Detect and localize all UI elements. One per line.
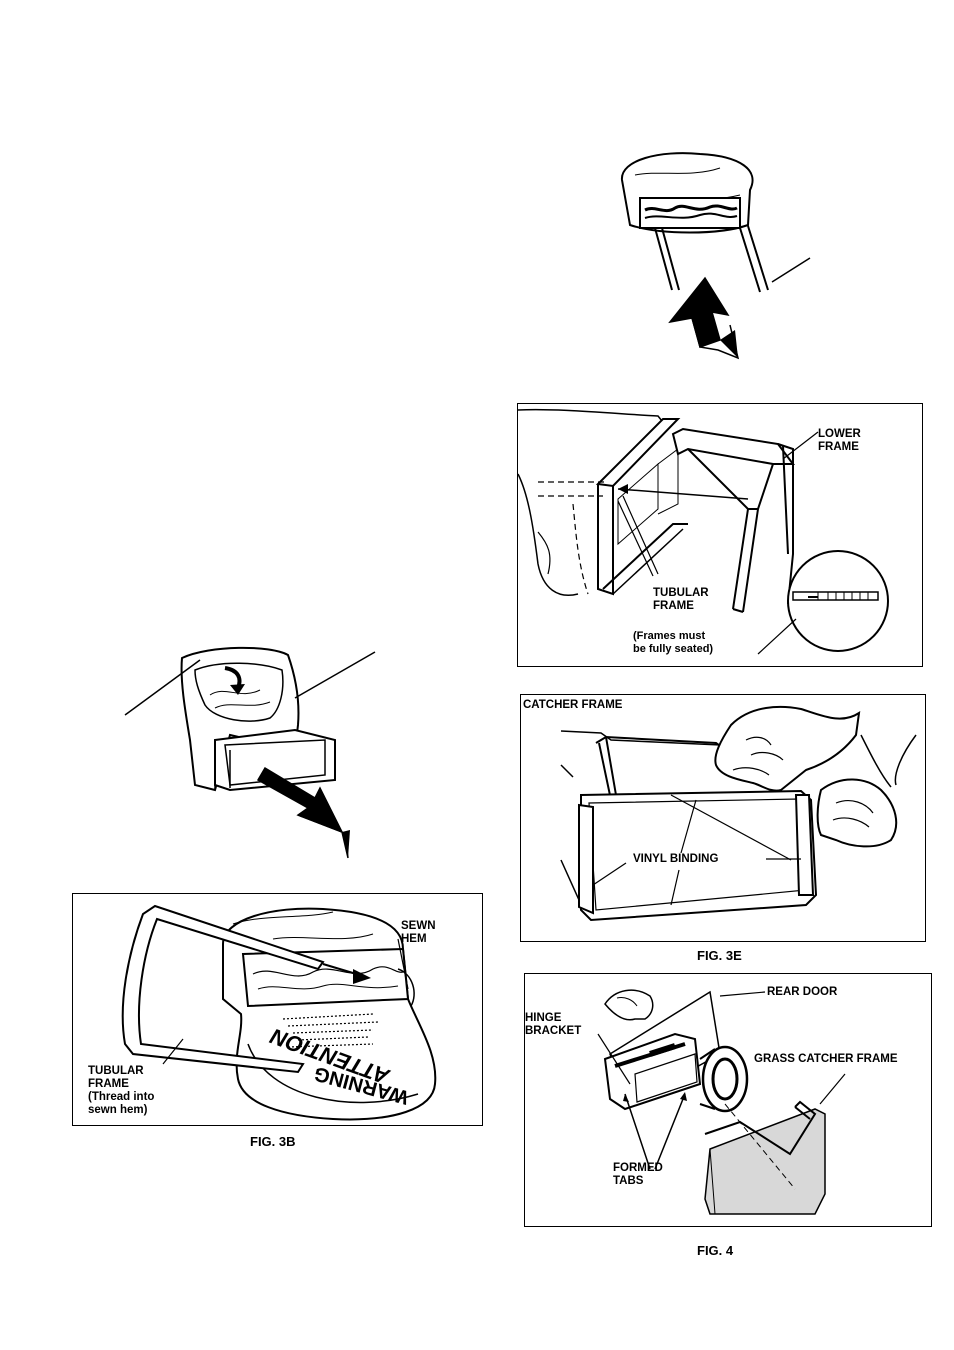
label-tubular-frame-3b: TUBULAR FRAME (Thread into sewn hem) [88, 1065, 154, 1117]
label-hinge-bracket: HINGE BRACKET [525, 1012, 581, 1038]
fig-4-drawing [525, 974, 932, 1227]
label-sewn-hem: SEWN HEM [401, 920, 436, 946]
caption-fig-3b: FIG. 3B [250, 1134, 296, 1149]
label-catcher-frame: CATCHER FRAME [523, 699, 622, 712]
figure-3b-panel: ATTENTION WARNING SEWN HEM TUBULAR FRAME… [72, 893, 483, 1126]
illustration-bag-remove [120, 640, 380, 860]
label-frames-seated-note: (Frames must be fully seated) [633, 630, 713, 656]
label-vinyl-binding: VINYL BINDING [633, 853, 718, 866]
caption-fig-3e: FIG. 3E [697, 948, 742, 963]
label-grass-catcher-frame: GRASS CATCHER FRAME [754, 1053, 898, 1066]
caption-fig-4: FIG. 4 [697, 1243, 733, 1258]
figure-3e-panel: CATCHER FRAME VINYL BINDING [520, 694, 926, 942]
fig-3d-drawing [518, 404, 923, 667]
figure-3d-panel: LOWER FRAME TUBULAR FRAME (Frames must b… [517, 403, 923, 667]
label-rear-door: REAR DOOR [767, 986, 837, 999]
label-tubular-frame-3d: TUBULAR FRAME [653, 587, 709, 613]
bag-remove-drawing [120, 640, 380, 860]
label-formed-tabs: FORMED TABS [613, 1162, 663, 1188]
figure-4-panel: REAR DOOR HINGE BRACKET GRASS CATCHER FR… [524, 973, 932, 1227]
bag-on-frame-drawing [600, 150, 820, 365]
fig-3e-drawing [521, 695, 926, 942]
illustration-bag-on-frame [600, 150, 820, 365]
label-lower-frame: LOWER FRAME [818, 428, 861, 454]
